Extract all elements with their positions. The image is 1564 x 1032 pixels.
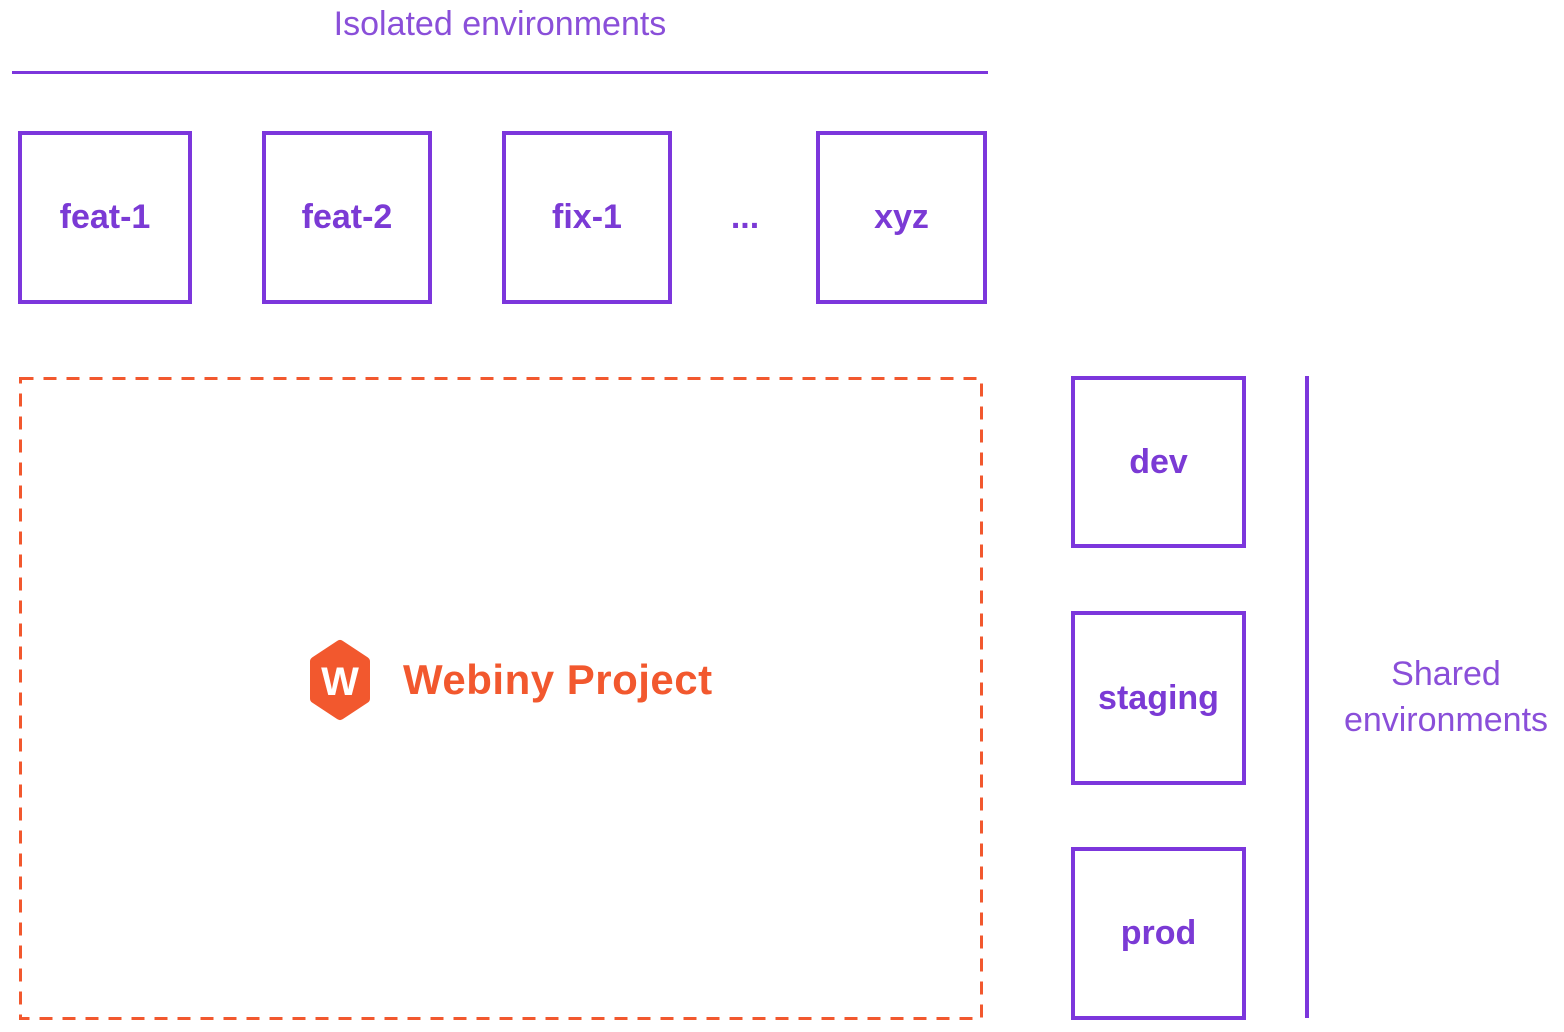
env-box-label: feat-1: [59, 198, 151, 236]
env-box-prod: prod: [1071, 847, 1246, 1020]
shared-environments-divider: [1305, 376, 1309, 1018]
webiny-project-boundary: [19, 377, 983, 1020]
webiny-project-name: Webiny Project: [403, 656, 713, 703]
env-box-fix-1: fix-1: [502, 131, 672, 304]
env-box-label: xyz: [874, 198, 929, 236]
isolated-environments-divider: [12, 71, 988, 74]
env-box-label: prod: [1120, 914, 1197, 952]
env-box-label: dev: [1129, 442, 1188, 481]
env-box-xyz: xyz: [816, 131, 987, 304]
webiny-logo-letter: W: [321, 660, 359, 704]
shared-environments-title: Shared environments: [1343, 655, 1549, 739]
env-box-feat-1: feat-1: [18, 131, 192, 304]
env-box-dev: dev: [1071, 376, 1246, 548]
env-box-label: feat-2: [301, 198, 393, 236]
webiny-project: W Webiny Project: [308, 639, 713, 721]
env-box-staging: staging: [1071, 611, 1246, 785]
webiny-logo-icon: W: [310, 640, 370, 720]
env-box-label: staging: [1098, 678, 1219, 717]
env-box-label: fix-1: [552, 198, 622, 236]
more-environments-ellipsis: ...: [730, 198, 760, 236]
isolated-environments-title: Isolated environments: [333, 5, 667, 43]
env-box-feat-2: feat-2: [262, 131, 432, 304]
